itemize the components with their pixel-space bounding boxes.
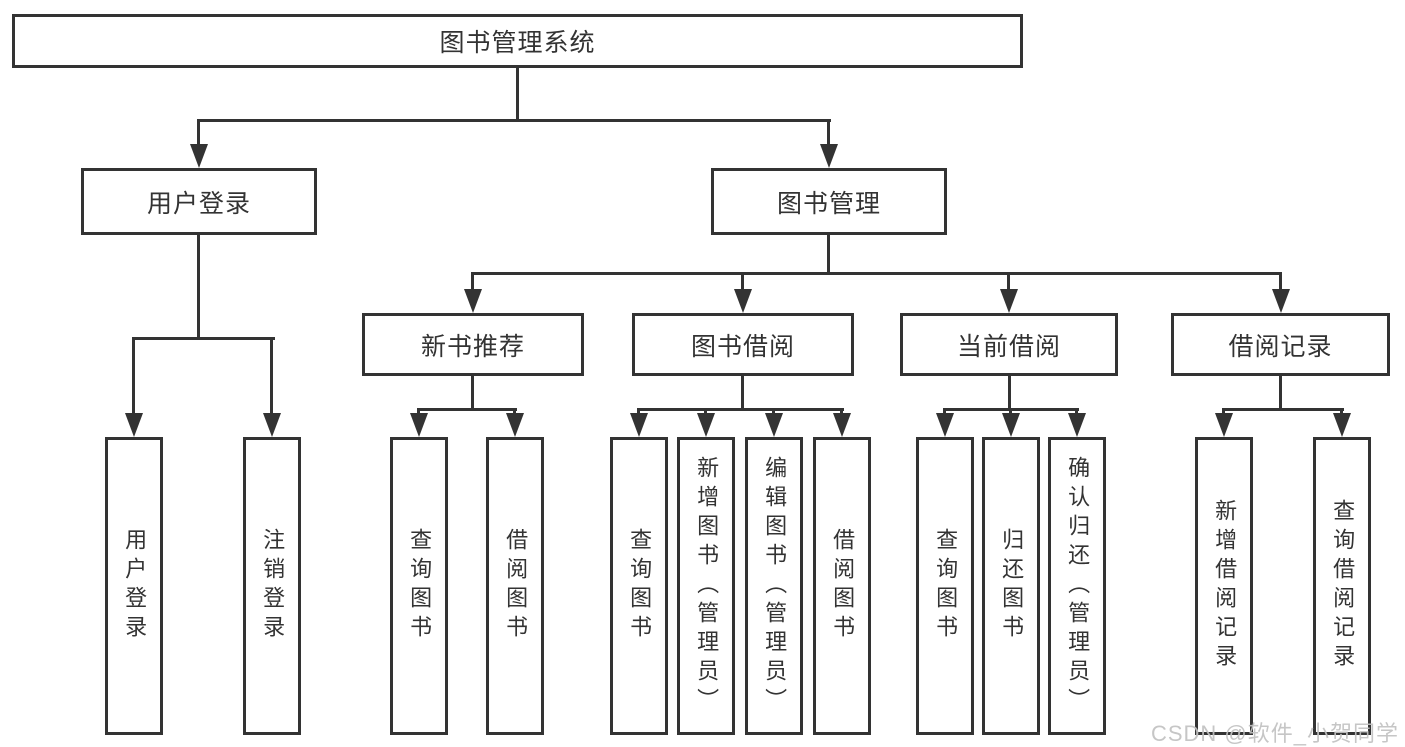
connector-drop-g5c1 bbox=[1222, 408, 1225, 414]
node-book-management-label: 图书管理 bbox=[776, 189, 881, 218]
leaf-query-books-recommend-label: 查询图书 bbox=[407, 528, 433, 644]
leaf-query-books-current-label: 查询图书 bbox=[933, 528, 959, 644]
connector-drop-g4c1 bbox=[943, 408, 946, 414]
node-current-borrowing-label: 当前借阅 bbox=[956, 332, 1061, 361]
arrowhead-leaf-logout bbox=[263, 413, 281, 437]
connector-drop-g4c3 bbox=[1075, 408, 1078, 414]
connector-root-stub bbox=[516, 68, 519, 119]
arrowhead-new-book bbox=[464, 289, 482, 313]
connector-drop-g2c1 bbox=[417, 408, 420, 414]
node-book-borrowing-label: 图书借阅 bbox=[690, 332, 795, 361]
leaf-borrow-books-borrowing-label: 借阅图书 bbox=[830, 528, 856, 644]
arrowhead-g3c2 bbox=[697, 413, 715, 437]
leaf-query-books-borrowing: 查询图书 bbox=[610, 437, 668, 735]
leaf-query-books-current: 查询图书 bbox=[916, 437, 974, 735]
leaf-logout: 注销登录 bbox=[243, 437, 301, 735]
node-new-book-recommendation-label: 新书推荐 bbox=[420, 332, 525, 361]
connector-root-branch bbox=[197, 119, 831, 122]
connector-current-stub bbox=[1008, 376, 1011, 408]
connector-drop-g3c4 bbox=[840, 408, 843, 414]
connector-drop-user-login bbox=[197, 119, 200, 145]
arrowhead-g2c2 bbox=[506, 413, 524, 437]
leaf-query-books-recommend: 查询图书 bbox=[390, 437, 448, 735]
arrowhead-g5c2 bbox=[1333, 413, 1351, 437]
leaf-query-books-borrowing-label: 查询图书 bbox=[627, 528, 653, 644]
leaf-borrow-books-borrowing: 借阅图书 bbox=[813, 437, 871, 735]
connector-bookmgmt-stub bbox=[827, 235, 830, 272]
connector-drop-book-borrowing bbox=[741, 272, 744, 290]
watermark: CSDN @软件_小贺同学 bbox=[1150, 721, 1399, 746]
leaf-return-books-label: 归还图书 bbox=[999, 528, 1025, 644]
connector-drop-current-borrowing bbox=[1007, 272, 1010, 290]
leaf-query-borrow-record-label: 查询借阅记录 bbox=[1330, 499, 1356, 673]
connector-records-branch bbox=[1222, 408, 1344, 411]
connector-drop-g2c2 bbox=[513, 408, 516, 414]
connector-drop-borrowing-records bbox=[1279, 272, 1282, 290]
arrowhead-g4c2 bbox=[1002, 413, 1020, 437]
arrowhead-g2c1 bbox=[410, 413, 428, 437]
node-book-borrowing: 图书借阅 bbox=[632, 313, 854, 376]
node-user-login-label: 用户登录 bbox=[146, 189, 251, 218]
leaf-return-books: 归还图书 bbox=[982, 437, 1040, 735]
arrowhead-book-management bbox=[820, 144, 838, 168]
arrowhead-current-borrowing bbox=[1000, 289, 1018, 313]
arrowhead-g3c3 bbox=[765, 413, 783, 437]
connector-userlogin-branch bbox=[132, 337, 275, 340]
arrowhead-g3c1 bbox=[630, 413, 648, 437]
connector-borrowing-stub bbox=[741, 376, 744, 408]
connector-borrowing-branch bbox=[637, 408, 844, 411]
connector-drop-g4c2 bbox=[1009, 408, 1012, 414]
leaf-user-login-label: 用户登录 bbox=[122, 528, 148, 644]
arrowhead-book-borrowing bbox=[734, 289, 752, 313]
leaf-borrow-books-recommend-label: 借阅图书 bbox=[503, 528, 529, 644]
arrowhead-g3c4 bbox=[833, 413, 851, 437]
connector-drop-g3c2 bbox=[704, 408, 707, 414]
node-borrowing-records-label: 借阅记录 bbox=[1228, 332, 1333, 361]
connector-bookmgmt-branch bbox=[471, 272, 1282, 275]
leaf-add-borrow-record-label: 新增借阅记录 bbox=[1212, 499, 1238, 673]
node-user-login: 用户登录 bbox=[81, 168, 317, 235]
connector-newbook-branch bbox=[417, 408, 517, 411]
leaf-add-book-admin-label: 新增图书（管理员） bbox=[694, 455, 720, 717]
node-system-root: 图书管理系统 bbox=[12, 14, 1023, 68]
arrowhead-g4c3 bbox=[1068, 413, 1086, 437]
connector-drop-g3c1 bbox=[637, 408, 640, 414]
leaf-add-borrow-record: 新增借阅记录 bbox=[1195, 437, 1253, 735]
connector-drop-g3c3 bbox=[772, 408, 775, 414]
leaf-user-login: 用户登录 bbox=[105, 437, 163, 735]
connector-userlogin-stub bbox=[197, 235, 200, 340]
arrowhead-leaf-user-login bbox=[125, 413, 143, 437]
connector-drop-g5c2 bbox=[1340, 408, 1343, 414]
leaf-logout-label: 注销登录 bbox=[260, 528, 286, 644]
connector-records-stub bbox=[1279, 376, 1282, 408]
connector-drop-book-management bbox=[827, 119, 830, 145]
arrowhead-user-login bbox=[190, 144, 208, 168]
leaf-query-borrow-record: 查询借阅记录 bbox=[1313, 437, 1371, 735]
leaf-edit-book-admin: 编辑图书（管理员） bbox=[745, 437, 803, 735]
leaf-borrow-books-recommend: 借阅图书 bbox=[486, 437, 544, 735]
node-system-root-label: 图书管理系统 bbox=[439, 29, 596, 57]
connector-newbook-stub bbox=[471, 376, 474, 408]
node-current-borrowing: 当前借阅 bbox=[900, 313, 1118, 376]
arrowhead-borrowing-records bbox=[1272, 289, 1290, 313]
leaf-confirm-return-admin-label: 确认归还（管理员） bbox=[1065, 455, 1091, 717]
node-book-management: 图书管理 bbox=[711, 168, 947, 235]
leaf-add-book-admin: 新增图书（管理员） bbox=[677, 437, 735, 735]
node-borrowing-records: 借阅记录 bbox=[1171, 313, 1390, 376]
arrowhead-g5c1 bbox=[1215, 413, 1233, 437]
connector-drop-leaf-user-login bbox=[132, 337, 135, 415]
node-new-book-recommendation: 新书推荐 bbox=[362, 313, 584, 376]
connector-drop-new-book bbox=[471, 272, 474, 290]
leaf-confirm-return-admin: 确认归还（管理员） bbox=[1048, 437, 1106, 735]
arrowhead-g4c1 bbox=[936, 413, 954, 437]
leaf-edit-book-admin-label: 编辑图书（管理员） bbox=[762, 455, 788, 717]
connector-drop-leaf-logout bbox=[270, 337, 273, 415]
